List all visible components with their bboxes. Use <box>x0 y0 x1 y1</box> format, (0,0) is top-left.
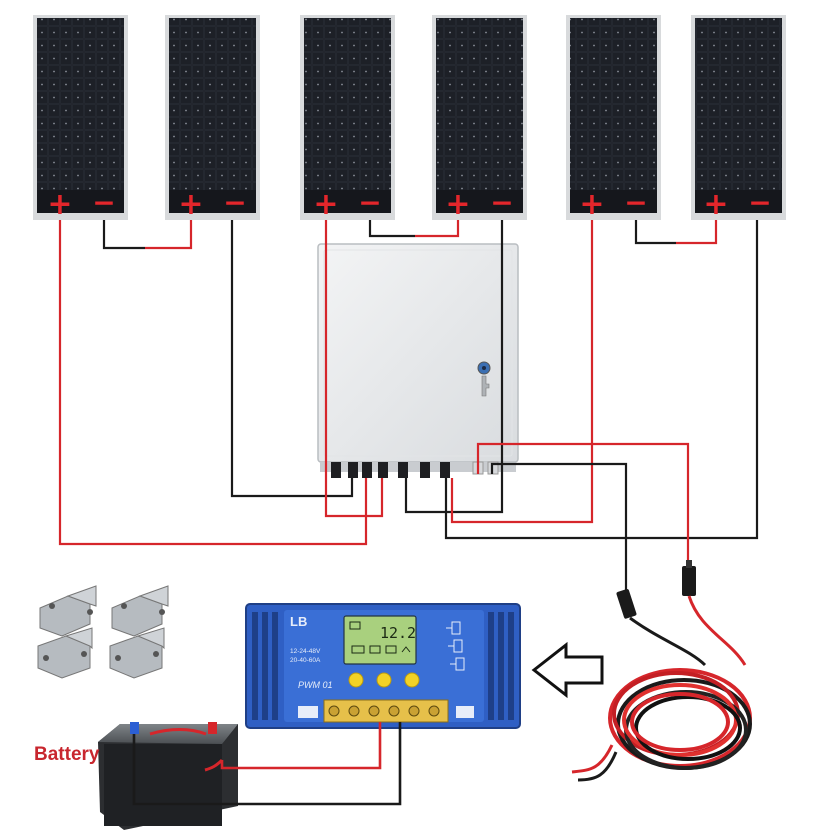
battery-wires <box>132 722 402 806</box>
menu-button[interactable] <box>348 672 364 688</box>
solar-panel: + − <box>691 15 786 222</box>
load-button[interactable] <box>404 672 420 688</box>
spec-line-current: 20-40-60A <box>290 657 321 664</box>
brand-logo: LB <box>290 614 307 629</box>
set-button[interactable] <box>376 672 392 688</box>
left-arrow-icon <box>531 641 604 699</box>
terminal-block <box>323 699 449 723</box>
solar-panel: + − <box>33 15 128 222</box>
z-bracket <box>111 585 169 637</box>
solar-panel: + − <box>165 15 260 222</box>
panel-plus-label: + <box>178 187 203 222</box>
extension-cable <box>571 560 752 782</box>
model-label: PWM 01 <box>298 680 333 690</box>
lcd-icons <box>349 621 411 654</box>
panel-minus-label: − <box>92 186 115 219</box>
lock-icon <box>477 361 491 397</box>
z-bracket <box>37 627 93 679</box>
mc4-connector <box>616 589 637 619</box>
panel-plus-label: + <box>703 187 728 222</box>
battery <box>98 722 238 830</box>
panel-to-box-wires <box>58 220 759 590</box>
lcd-reading: 12.2 <box>380 624 416 642</box>
series-jumper-wires <box>102 220 718 250</box>
panel-plus-label: + <box>47 187 72 222</box>
panel-minus-label: − <box>748 186 771 219</box>
panel-minus-label: − <box>223 186 246 219</box>
panel-plus-label: + <box>313 187 338 222</box>
charge-controller: LB 12-24-48V 20-40-60A 12.2 PWM 01 <box>245 603 521 729</box>
z-bracket <box>109 627 165 679</box>
solar-panel: + − <box>300 15 395 222</box>
solar-panel: + − <box>566 15 661 222</box>
combiner-box <box>317 243 519 478</box>
panel-minus-label: − <box>624 186 647 219</box>
status-diagram-icon <box>446 621 465 671</box>
panel-plus-label: + <box>579 187 604 222</box>
battery-label: Battery <box>34 744 100 765</box>
panel-minus-label: − <box>490 186 513 219</box>
mc4-connector <box>682 560 696 596</box>
lcd-display <box>343 615 417 665</box>
panel-minus-label: − <box>358 186 381 219</box>
z-bracket <box>39 585 97 637</box>
spec-line-voltage: 12-24-48V <box>290 648 321 655</box>
solar-panel: + − <box>432 15 527 222</box>
panel-plus-label: + <box>445 187 470 222</box>
